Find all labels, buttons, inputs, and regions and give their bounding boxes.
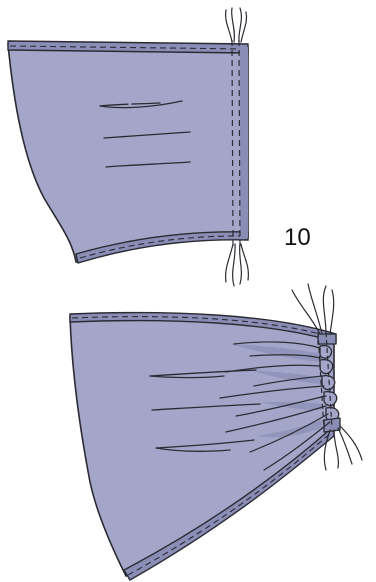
flat-right-edge [240,47,248,238]
flat-thread-tails-top [226,8,247,42]
flat-fabric-panel [8,8,248,286]
flat-thread-tails-bottom [226,244,249,286]
flat-fabric-body [8,44,248,262]
gathered-fabric-panel [70,284,362,580]
step-number-label: 10 [284,224,311,252]
